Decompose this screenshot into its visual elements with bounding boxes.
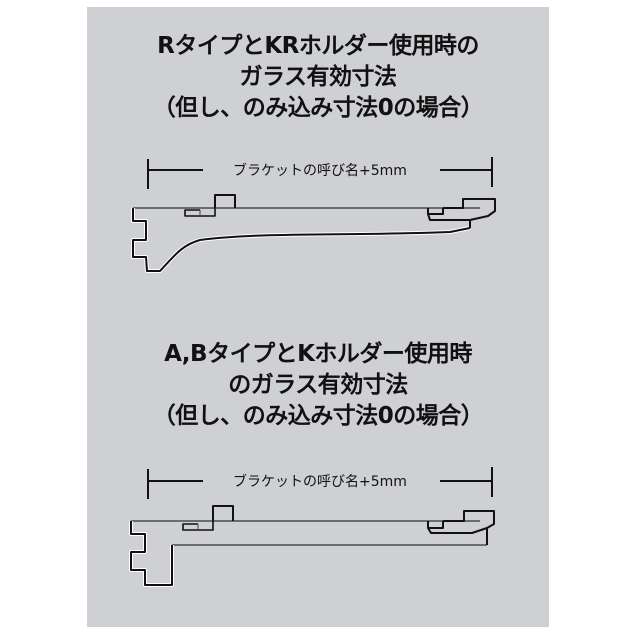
section-2-dimension-label: ブラケットの呼び名+5mm xyxy=(233,473,407,490)
section-2-title: A,BタイプとKホルダー使用時 のガラス有効寸法 （但し、のみ込み寸法0の場合） xyxy=(87,339,549,432)
section-2-dimension-line xyxy=(147,467,493,499)
section-1-title-line-2: ガラス有効寸法 xyxy=(239,64,397,90)
section-1-title: RタイプとKRホルダー使用時の ガラス有効寸法 （但し、のみ込み寸法0の場合） xyxy=(87,31,549,124)
section-1-title-line-1: RタイプとKRホルダー使用時の xyxy=(157,33,479,59)
section-1-title-line-3: （但し、のみ込み寸法0の場合） xyxy=(152,95,484,121)
section-2-title-line-1: A,BタイプとKホルダー使用時 xyxy=(164,341,472,367)
section-2-bracket-ab-type xyxy=(129,505,495,587)
section-1-dimension-line xyxy=(147,157,493,189)
section-1-dimension-label: ブラケットの呼び名+5mm xyxy=(233,162,407,179)
diagram-panel xyxy=(87,7,549,627)
section-2-title-line-3: （但し、のみ込み寸法0の場合） xyxy=(152,403,484,429)
section-2-title-line-2: のガラス有効寸法 xyxy=(228,372,408,398)
section-1-bracket-r-type xyxy=(131,194,496,273)
